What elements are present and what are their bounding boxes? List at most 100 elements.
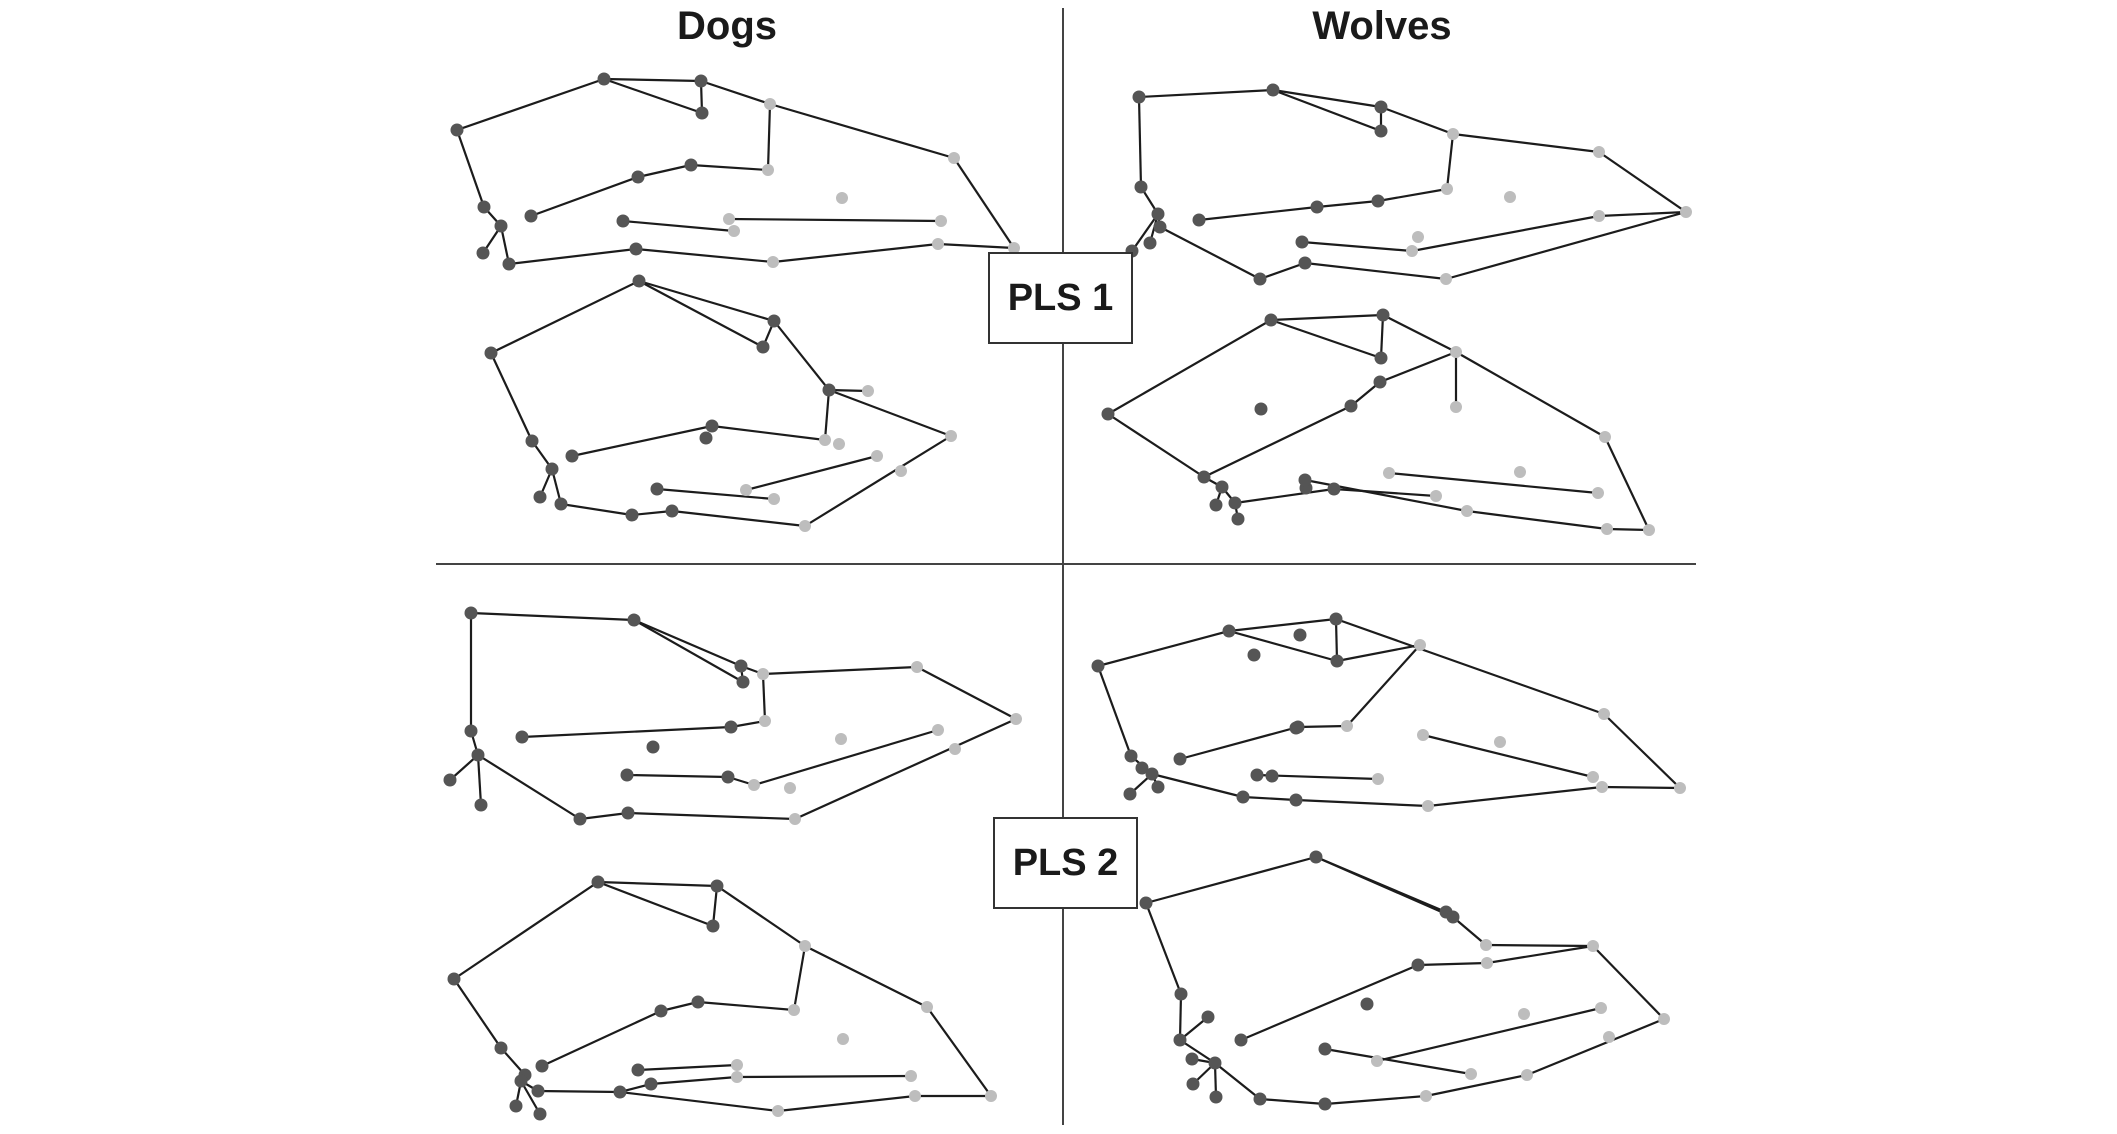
landmark-link [1304, 261, 1447, 281]
landmark-link [1526, 1017, 1665, 1077]
landmark-link [1445, 210, 1687, 281]
landmark-link [1485, 943, 1594, 948]
landmark-point-light [935, 215, 947, 227]
landmark-link [1324, 1047, 1472, 1076]
landmark-link [823, 389, 831, 441]
landmark-link [1242, 795, 1297, 802]
landmark-link [1382, 314, 1457, 353]
landmark-link [1272, 88, 1382, 133]
landmark-point-dark [1185, 1052, 1199, 1066]
landmark-point-dark [1153, 220, 1167, 234]
landmark-link [637, 163, 692, 179]
landmark-link [633, 618, 742, 668]
landmark-point-light [1371, 1055, 1383, 1067]
landmark-link [508, 247, 637, 266]
landmark-point-dark [1318, 1097, 1332, 1111]
landmark-link [1297, 724, 1348, 729]
landmark-link [1606, 527, 1650, 532]
landmark-point-light [772, 1105, 784, 1117]
landmark-point-dark [471, 748, 485, 762]
landmark-link [1315, 855, 1454, 919]
landmark-link [1376, 1006, 1602, 1063]
landmark-point-dark [1254, 402, 1268, 416]
landmark-point-dark [1310, 200, 1324, 214]
landmark-point-dark [565, 449, 579, 463]
landmark-point-dark [1329, 612, 1343, 626]
landmark-link [690, 163, 769, 172]
landmark-point-dark [736, 675, 750, 689]
landmark-point-light [723, 213, 735, 225]
landmark-link [638, 280, 764, 348]
landmark-point-dark [443, 773, 457, 787]
landmark-link [1427, 785, 1603, 808]
landmark-link [728, 217, 942, 223]
landmark-point-dark [631, 1063, 645, 1077]
landmark-link [753, 728, 939, 787]
landmark-link [762, 665, 918, 676]
landmark-link [1097, 629, 1230, 668]
landmark-point-dark [1298, 473, 1312, 487]
shape-dogs-pls1-upper [450, 72, 1020, 271]
landmark-link [700, 79, 771, 106]
landmark-link [1598, 210, 1687, 218]
landmark-point-dark [1186, 1077, 1200, 1091]
landmark-point-dark [699, 431, 713, 445]
landmark-point-dark [695, 106, 709, 120]
landmark-link [1346, 644, 1421, 727]
landmark-link [1466, 509, 1608, 531]
landmark-point-light [1514, 466, 1526, 478]
landmark-link [916, 666, 1017, 720]
landmark-point-dark [1374, 100, 1388, 114]
landmark-link [1144, 902, 1183, 995]
landmark-point-dark [1266, 83, 1280, 97]
landmark-link [637, 1063, 738, 1072]
landmark-link [631, 509, 673, 517]
landmark-point-light [911, 661, 923, 673]
landmark-link [656, 487, 775, 501]
landmark-point-light [1414, 639, 1426, 651]
shape-wolves-pls1-upper [1125, 83, 1692, 286]
landmark-link [1324, 1094, 1427, 1106]
landmark-point-light [788, 1004, 800, 1016]
landmark-point-dark [1173, 1033, 1187, 1047]
landmark-link [761, 673, 767, 722]
landmark-point-dark [632, 274, 646, 288]
landmark-point-dark [1264, 313, 1278, 327]
shape-dogs-pls2-lower [447, 875, 997, 1121]
landmark-link [937, 242, 1015, 250]
landmark-point-light [1450, 346, 1462, 358]
landmark-link [736, 1074, 912, 1079]
landmark-point-dark [1253, 272, 1267, 286]
landmark-point-light [1417, 729, 1429, 741]
landmark-link [1603, 713, 1681, 789]
landmark-link [1380, 105, 1454, 136]
landmark-point-light [1341, 720, 1353, 732]
landmark-point-light [1422, 800, 1434, 812]
landmark-link [490, 280, 640, 354]
landmark-point-dark [1143, 236, 1157, 250]
landmark-link [490, 352, 533, 442]
landmark-point-light [1465, 1068, 1477, 1080]
landmark-link [769, 102, 955, 160]
landmark-link [1334, 618, 1339, 662]
landmark-link [603, 77, 702, 83]
landmark-point-dark [1411, 958, 1425, 972]
landmark-point-dark [706, 919, 720, 933]
landmark-link [1333, 487, 1437, 498]
landmark-point-dark [1208, 1056, 1222, 1070]
landmark-point-dark [1289, 721, 1303, 735]
landmark-point-dark [1151, 780, 1165, 794]
landmark-link [635, 247, 774, 264]
landmark-point-dark [684, 158, 698, 172]
landmark-point-light [759, 715, 771, 727]
landmark-link [1336, 643, 1421, 663]
landmark-point-dark [1293, 628, 1307, 642]
landmark-link [1259, 261, 1306, 281]
landmark-point-dark [477, 200, 491, 214]
landmark-link [622, 219, 735, 233]
landmark-point-light [1595, 1002, 1607, 1014]
landmark-link [1592, 945, 1665, 1020]
landmark-point-dark [1360, 997, 1374, 1011]
shape-wolves-pls2-lower [1139, 850, 1670, 1111]
